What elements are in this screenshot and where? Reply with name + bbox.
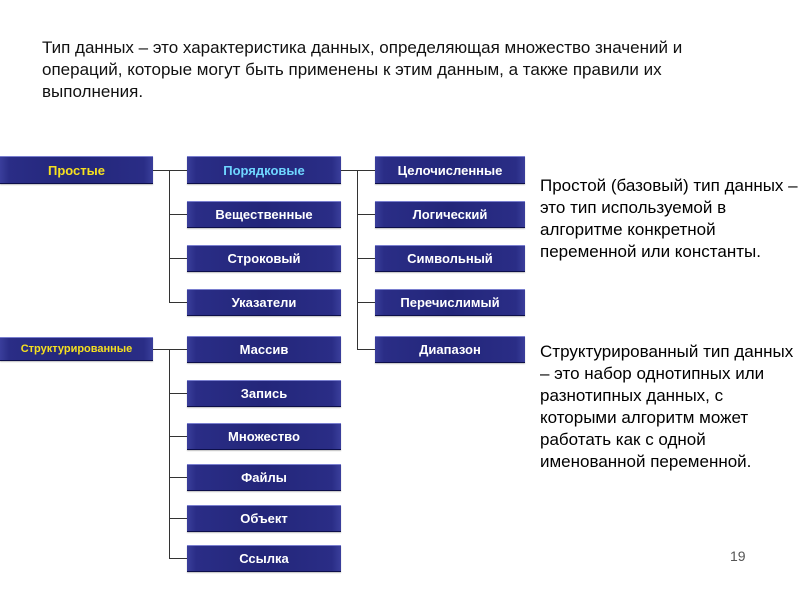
connector-line <box>169 558 187 559</box>
connector-line <box>169 214 187 215</box>
node-integer: Целочисленные <box>375 156 525 184</box>
connector-line <box>357 302 375 303</box>
connector-line <box>153 349 187 350</box>
node-pointers: Указатели <box>187 289 341 316</box>
node-set: Множество <box>187 423 341 450</box>
node-boolean: Логический <box>375 201 525 228</box>
connector-line <box>169 477 187 478</box>
connector-line <box>169 258 187 259</box>
connector-line <box>169 349 170 559</box>
connector-line <box>153 170 187 171</box>
connector-line <box>357 258 375 259</box>
connector-line <box>169 393 187 394</box>
simple-type-description: Простой (базовый) тип данных – это тип и… <box>540 176 798 261</box>
node-files: Файлы <box>187 464 341 491</box>
connector-line <box>169 170 170 303</box>
node-ordinal: Порядковые <box>187 156 341 184</box>
page-number: 19 <box>730 548 746 564</box>
connector-line <box>341 170 375 171</box>
node-char: Символьный <box>375 245 525 272</box>
node-real: Вещественные <box>187 201 341 228</box>
node-link: Ссылка <box>187 545 341 572</box>
node-simple: Простые <box>0 156 153 184</box>
connector-line <box>357 214 375 215</box>
node-record: Запись <box>187 380 341 407</box>
node-structured: Структурированные <box>0 337 153 361</box>
node-range: Диапазон <box>375 336 525 363</box>
structured-type-description: Структурированный тип данных – это набор… <box>540 342 794 471</box>
intro-paragraph: Тип данных – это характеристика данных, … <box>42 38 683 101</box>
node-array: Массив <box>187 336 341 363</box>
connector-line <box>357 170 358 350</box>
connector-line <box>169 436 187 437</box>
connector-line <box>169 302 187 303</box>
node-enumerated: Перечислимый <box>375 289 525 316</box>
node-object: Объект <box>187 505 341 532</box>
node-string: Строковый <box>187 245 341 272</box>
connector-line <box>169 518 187 519</box>
connector-line <box>357 349 375 350</box>
